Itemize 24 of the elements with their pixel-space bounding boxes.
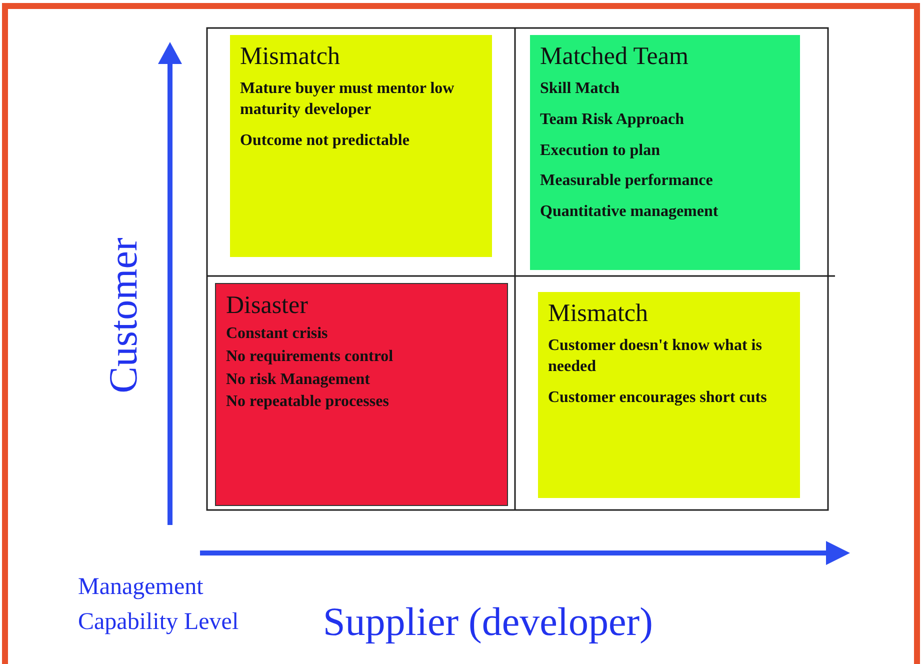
quadrant-text: Constant crisis: [226, 324, 329, 344]
quadrant-text: Team Risk Approach: [540, 110, 686, 130]
quadrant-text: Outcome not predictable: [240, 130, 410, 151]
quadrant-text: No requirements control: [226, 346, 394, 367]
quadrant-box: [230, 35, 492, 257]
quadrant-heading: Mismatch: [548, 300, 649, 328]
quadrant-text: Execution to plan: [540, 140, 662, 161]
quadrant-text: Quantitative management: [540, 202, 720, 222]
quadrant-text: Customer encourages short cuts: [548, 388, 768, 408]
axis-note: Management Capability Level: [78, 573, 240, 637]
quadrant-text: No repeatable processes: [226, 392, 390, 412]
quadrant-text: No risk Management: [226, 370, 371, 390]
quadrant-box: [538, 292, 800, 498]
quadrant-heading: Matched Team: [540, 43, 690, 71]
quadrant-text: Mature buyer must mentor low maturity developer: [240, 79, 456, 120]
axis-title: Supplier (developer): [323, 598, 653, 645]
quadrant-heading: Disaster: [226, 292, 309, 320]
quadrant-box: [215, 283, 508, 506]
quadrant-box: [530, 35, 800, 270]
quadrant-heading: Mismatch: [240, 43, 341, 71]
quadrant-text: Measurable performance: [540, 171, 714, 192]
axis-title: Customer: [100, 236, 146, 396]
quadrant-text: Skill Match: [540, 79, 621, 99]
quadrant-text: Customer doesn't know what is needed: [548, 336, 763, 377]
